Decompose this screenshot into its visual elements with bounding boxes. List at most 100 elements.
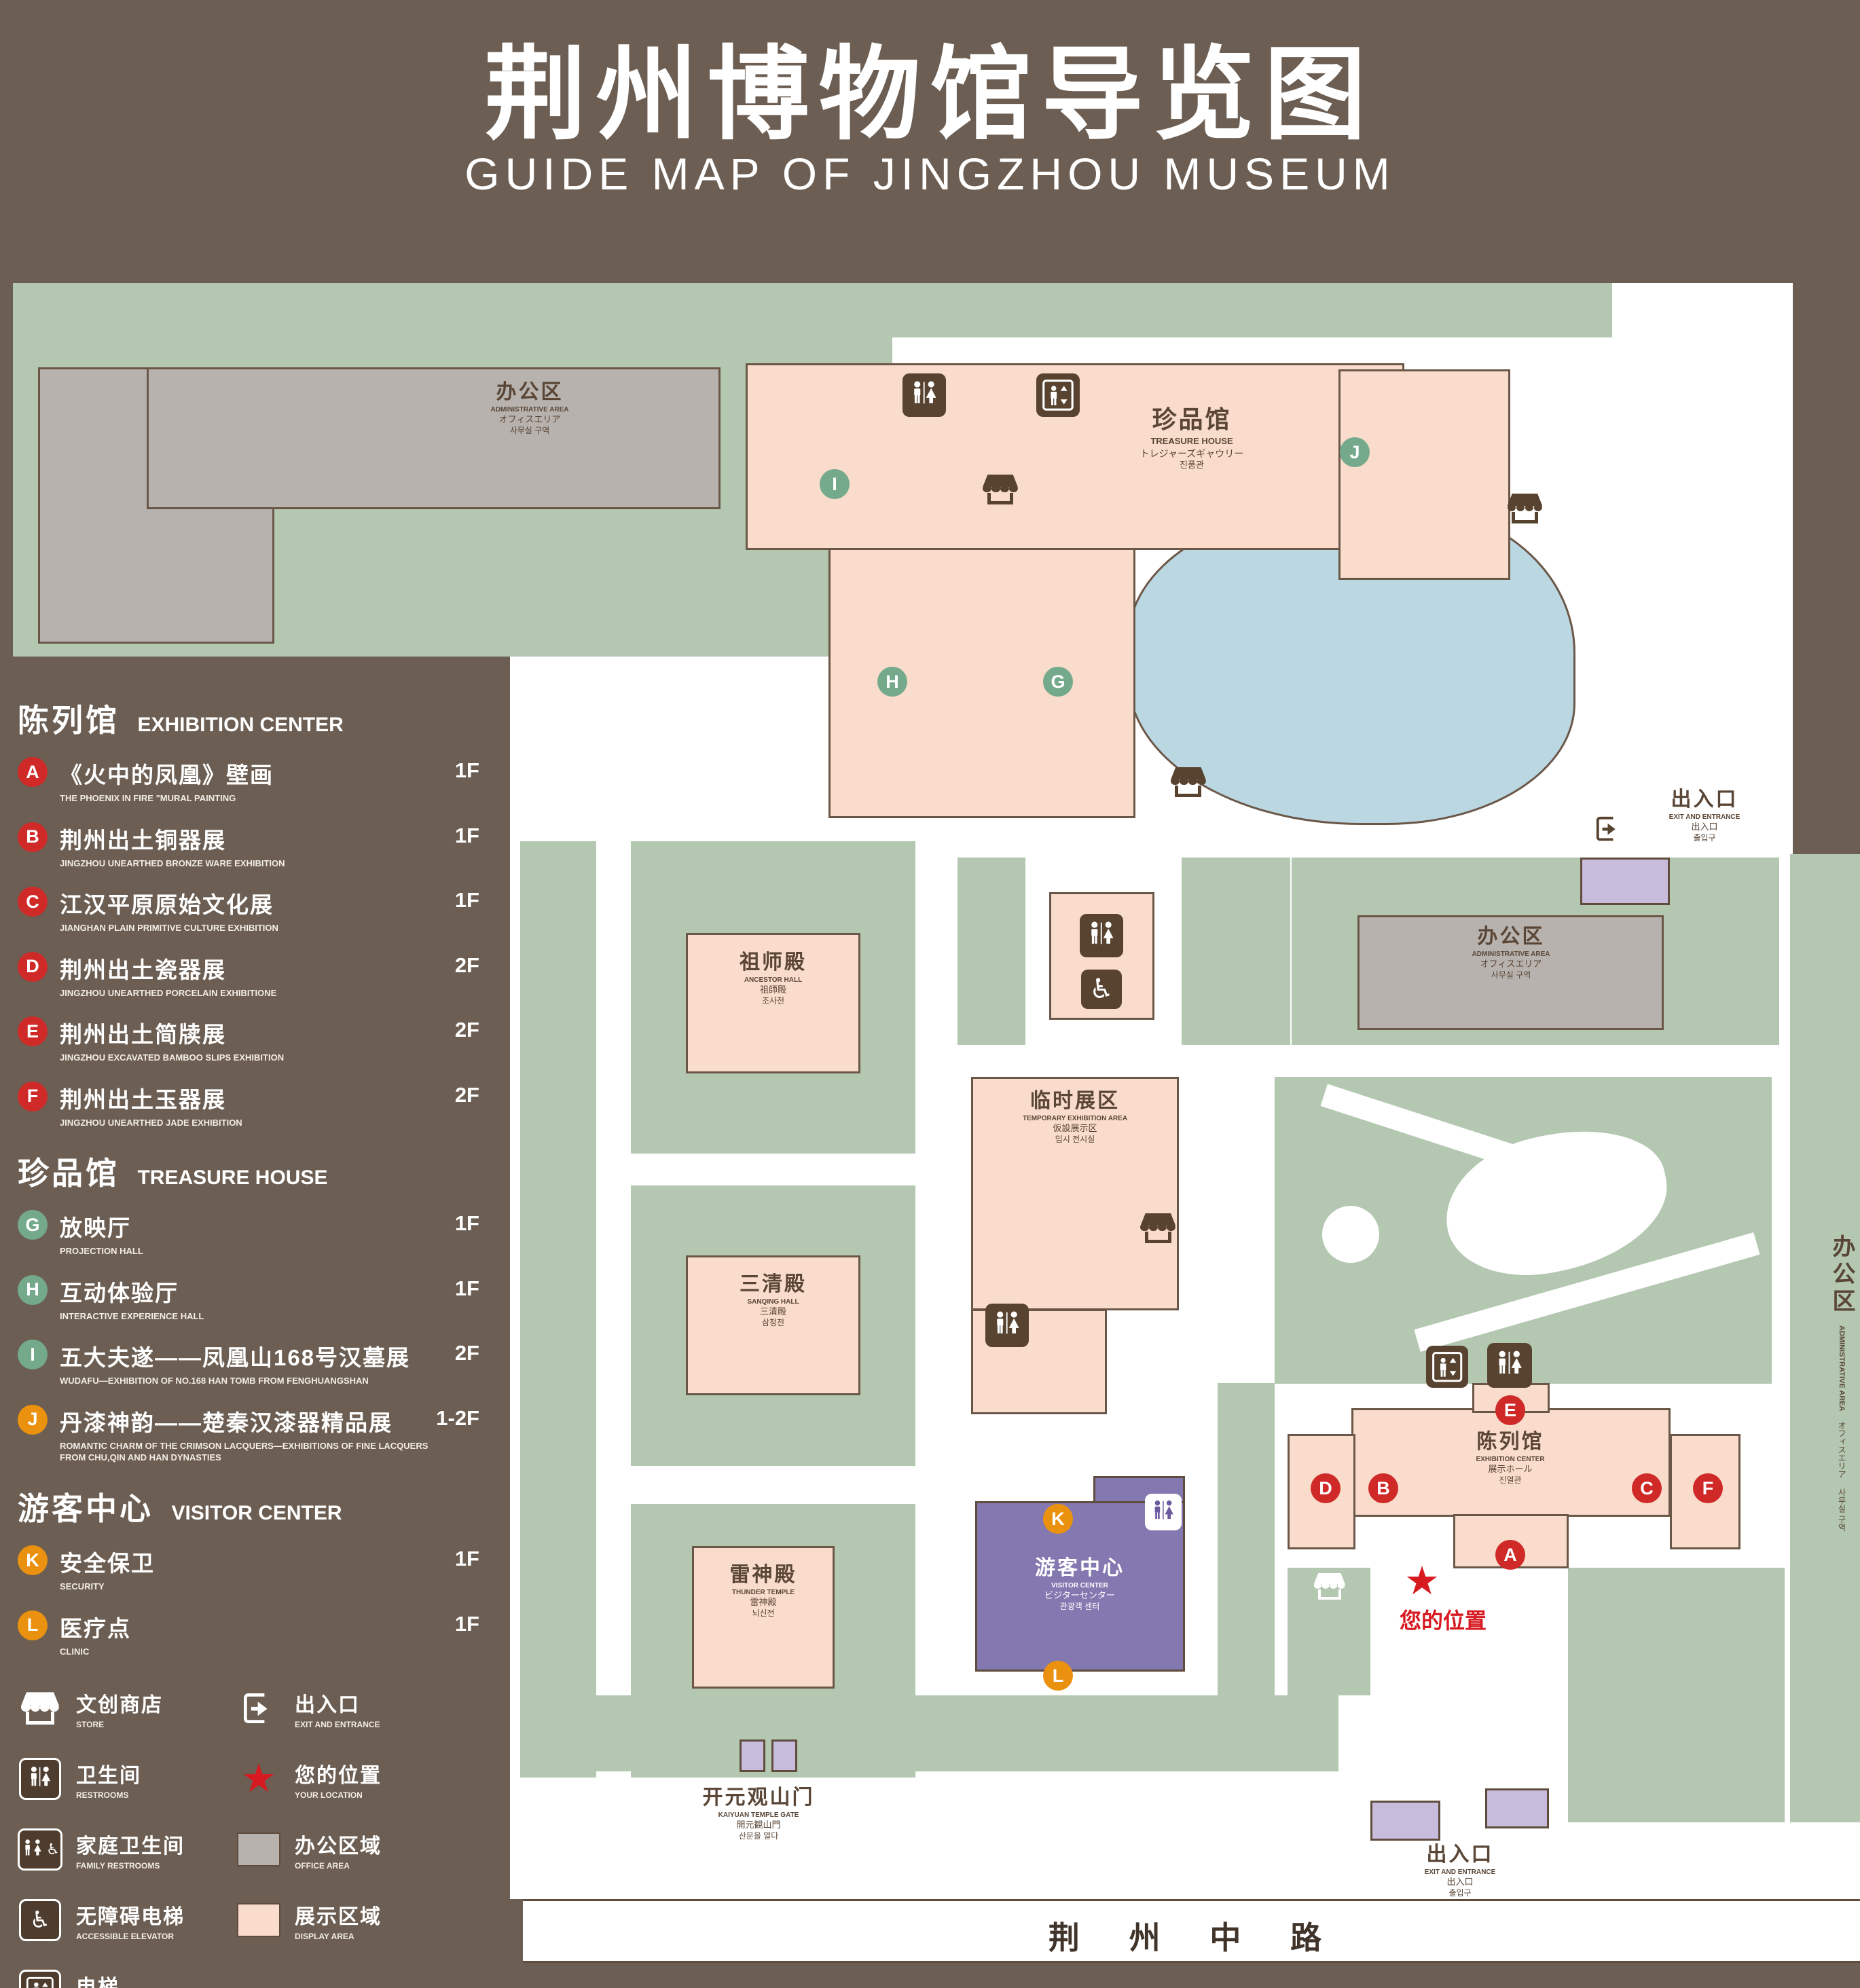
east-entrance-platform: [1580, 858, 1670, 905]
legend-item-floor: 1F: [454, 1611, 479, 1636]
legend-symbol-store: 文创商店 STORE: [18, 1687, 236, 1729]
elevator-icon: [1036, 373, 1080, 417]
legend-item-floor: 2F: [454, 953, 479, 977]
symbol-en: RESTROOMS: [76, 1790, 129, 1800]
south-entrance-platform: [1370, 1801, 1440, 1841]
legend-symbols: 文创商店 STORE 出入口 EXIT AND ENTRANCE 卫生间 RES…: [18, 1687, 504, 1988]
map-marker-c: C: [1632, 1473, 1662, 1503]
map-marker-k: K: [1043, 1504, 1073, 1534]
page-subtitle: GUIDE MAP OF JINGZHOU MUSEUM: [464, 149, 1396, 199]
treasure-house-south-wing: [828, 548, 1135, 818]
exit-south-kr: 출입구: [1448, 1888, 1472, 1898]
admin-nw-jp: オフィスエリア: [498, 414, 561, 424]
symbol-en: ACCESSIBLE ELEVATOR: [76, 1931, 175, 1941]
legend-marker-b: B: [18, 822, 48, 852]
legend-item-zh: 荆州出土铜器展: [60, 827, 226, 853]
map-marker-d: D: [1311, 1473, 1341, 1503]
visitor-jp: ビジターセンター: [1044, 1590, 1115, 1600]
temp-en: TEMPORARY EXHIBITION AREA: [1022, 1115, 1128, 1122]
legend-marker-j: J: [18, 1404, 48, 1435]
exit-south-zh: 出入口: [1426, 1843, 1494, 1866]
legend-item-floor: 1F: [454, 823, 479, 847]
restroom-icon: [902, 373, 946, 417]
legend-item-floor: 1F: [454, 888, 479, 913]
green-gate-left: [520, 1695, 733, 1771]
admin-northwest-label: 办公区 ADMINISTRATIVE AREA オフィスエリア 사무실 구역: [421, 379, 638, 436]
legend-symbol-location: ★ 您的位置 YOUR LOCATION: [236, 1758, 504, 1800]
your-location-label: 您的位置: [1399, 1608, 1487, 1633]
legend-header-zh: 珍品馆: [18, 1156, 120, 1192]
thunder-temple-building: [692, 1546, 835, 1689]
map-marker-b: B: [1368, 1473, 1398, 1503]
temp-jp: 仮設展示区: [1053, 1123, 1097, 1133]
gate-structure: [771, 1740, 797, 1772]
symbol-zh: 家庭卫生间: [76, 1835, 185, 1858]
admin-nw-kr: 사무실 구역: [509, 425, 550, 435]
exit-south-label: 出入口 EXIT AND ENTRANCE 出入口 출입구: [1385, 1841, 1535, 1898]
legend-item-a: A 《火中的凤凰》壁画 THE PHOENIX IN FIRE "MURAL P…: [18, 757, 504, 805]
exit-east-kr: 출입구: [1693, 832, 1716, 843]
exit-east-zh: 出入口: [1671, 788, 1738, 811]
admin-mid-en: ADMINISTRATIVE AREA: [1472, 951, 1550, 958]
map-marker-f: F: [1693, 1473, 1723, 1503]
legend-item-b: B 荆州出土铜器展 JINGZHOU UNEARTHED BRONZE WARE…: [18, 822, 504, 870]
admin-east-label: 办公区 ADMINISTRATIVE AREA オフィスエリア 사무실 구역: [1797, 1234, 1855, 1532]
symbol-zh: 无障碍电梯: [76, 1905, 185, 1928]
green-center-right: [1182, 858, 1290, 1045]
legend-item-floor: 2F: [454, 1018, 479, 1042]
legend-item-k: K 安全保卫 SECURITY 1F: [18, 1545, 504, 1593]
store-icon: [1170, 767, 1207, 798]
green-center-left: [958, 858, 1025, 1045]
exit-icon: [236, 1687, 281, 1729]
exit-east-en: EXIT AND ENTRANCE: [1668, 813, 1740, 821]
symbol-en: YOUR LOCATION: [295, 1790, 363, 1800]
thunder-zh: 雷神殿: [729, 1564, 797, 1586]
legend-item-floor: 1-2F: [436, 1405, 479, 1430]
kaiyuan-gate-label: 开元观山门 KAIYUAN TEMPLE GATE 開元観山門 산문을 열다: [657, 1784, 860, 1841]
legend-item-en: JINGZHOU UNEARTHED BRONZE WARE EXHIBITIO…: [60, 858, 285, 868]
legend-marker-k: K: [18, 1545, 48, 1576]
store-icon: [982, 475, 1019, 505]
visitor-en: VISITOR CENTER: [1051, 1582, 1108, 1589]
admin-east-kr: 사무실 구역: [1837, 1488, 1846, 1532]
family-restroom-icon: ♿: [18, 1828, 62, 1871]
legend-marker-f: F: [18, 1081, 48, 1111]
exit-east-label: 出入口 EXIT AND ENTRANCE 出入口 출입구: [1630, 786, 1779, 843]
admin-mid-building: [1357, 915, 1664, 1030]
legend-item-j: J 丹漆神韵——楚秦汉漆器精品展 ROMANTIC CHARM OF THE C…: [18, 1404, 504, 1464]
legend-symbol-exit: 出入口 EXIT AND ENTRANCE: [236, 1687, 504, 1729]
symbol-zh: 文创商店: [76, 1693, 163, 1716]
restroom-icon: [985, 1304, 1029, 1347]
legend-item-en: ROMANTIC CHARM OF THE CRIMSON LACQUERS—E…: [60, 1440, 428, 1463]
legend-section-treasure-header: 珍品馆 TREASURE HOUSE: [18, 1149, 504, 1194]
admin-nw-zh: 办公区: [496, 381, 564, 403]
symbol-zh: 出入口: [295, 1693, 360, 1716]
legend-section-exhibition-header: 陈列馆 EXHIBITION CENTER: [18, 696, 504, 741]
exhibition-en: EXHIBITION CENTER: [1476, 1456, 1545, 1463]
legend-item-zh: 医疗点: [60, 1615, 131, 1641]
green-under-exhibition-left: [1288, 1568, 1370, 1695]
legend-symbol-office-area: 办公区域 OFFICE AREA: [236, 1828, 504, 1871]
legend-item-floor: 1F: [454, 758, 479, 782]
sanqing-en: SANQING HALL: [747, 1298, 799, 1306]
legend-symbol-elevator: 电梯 Elevator: [18, 1970, 236, 1988]
symbol-zh: 电梯: [76, 1976, 120, 1988]
road-label: 荆 州 中 路: [1048, 1920, 1343, 1955]
symbol-zh: 卫生间: [76, 1764, 141, 1787]
legend-item-e: E 荆州出土简牍展 JINGZHOU EXCAVATED BAMBOO SLIP…: [18, 1016, 504, 1064]
display-area-swatch: [237, 1903, 280, 1938]
map-marker-j: J: [1340, 437, 1370, 467]
legend-item-en: THE PHOENIX IN FIRE "MURAL PAINTING: [60, 793, 236, 803]
legend-item-zh: 荆州出土玉器展: [60, 1086, 226, 1112]
thunder-jp: 雷神殿: [750, 1597, 777, 1607]
admin-east-en: ADMINISTRATIVE AREA: [1838, 1325, 1846, 1412]
symbol-en: DISPLAY AREA: [295, 1931, 354, 1941]
south-entrance-platform: [1485, 1788, 1549, 1828]
legend-item-en: INTERACTIVE EXPERIENCE HALL: [60, 1310, 204, 1321]
restroom-icon: [1080, 914, 1123, 957]
legend-item-g: G 放映厅 PROJECTION HALL 1F: [18, 1210, 504, 1257]
sanqing-zh: 三清殿: [740, 1273, 807, 1295]
treasure-en: TREASURE HOUSE: [1150, 435, 1233, 446]
green-southeast-block: [1568, 1568, 1785, 1822]
